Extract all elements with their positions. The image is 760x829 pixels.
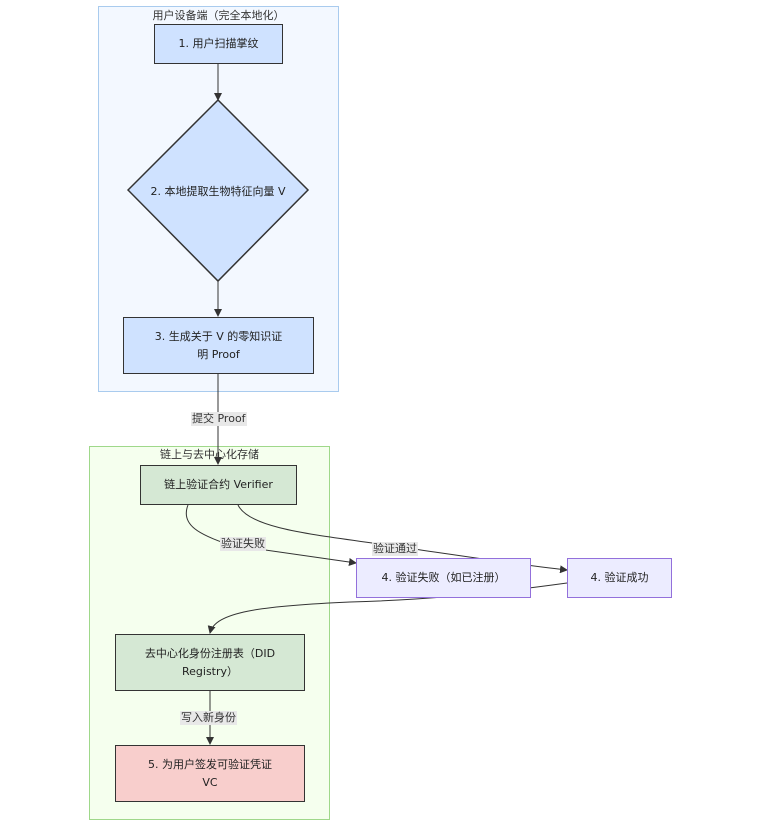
did-registry-node: 去中心化身份注册表（DID Registry） [115,634,305,691]
chain-cluster-title: 链上与去中心化存储 [160,448,259,461]
extract-feature-label: 2. 本地提取生物特征向量 V [150,185,286,198]
extract-diamond [126,98,310,283]
did-registry-label-line2: Registry） [181,664,239,678]
did-registry-label-line1: 去中心化身份注册表（DID [144,646,276,660]
issue-vc-node: 5. 为用户签发可验证凭证 VC [115,745,305,802]
issue-vc-label-line2: VC [202,775,218,789]
verify-success-node: 4. 验证成功 [567,558,672,598]
generate-proof-node: 3. 生成关于 V 的零知识证 明 Proof [123,317,314,374]
edge-label-verify-failed: 验证失败 [220,537,266,551]
scan-palmprint-label: 1. 用户扫描掌纹 [178,37,259,50]
verify-fail-label: 4. 验证失败（如已注册） [381,571,506,584]
edge-label-verify-passed: 验证通过 [372,542,418,556]
issue-vc-label-line1: 5. 为用户签发可验证凭证 [148,757,272,771]
generate-proof-label-line2: 明 Proof [197,347,240,361]
edge-label-write-identity: 写入新身份 [180,711,237,725]
edge-verifier-to-fail [185,504,357,566]
scan-palmprint-node: 1. 用户扫描掌纹 [154,24,283,64]
verifier-contract-node: 链上验证合约 Verifier [140,465,297,505]
verify-fail-node: 4. 验证失败（如已注册） [356,558,531,598]
edge-label-submit-proof: 提交 Proof [191,412,247,426]
verify-success-label: 4. 验证成功 [590,571,649,584]
device-cluster-title: 用户设备端（完全本地化） [152,9,285,22]
generate-proof-label-line1: 3. 生成关于 V 的零知识证 [154,329,283,343]
verifier-contract-label: 链上验证合约 Verifier [164,478,273,491]
